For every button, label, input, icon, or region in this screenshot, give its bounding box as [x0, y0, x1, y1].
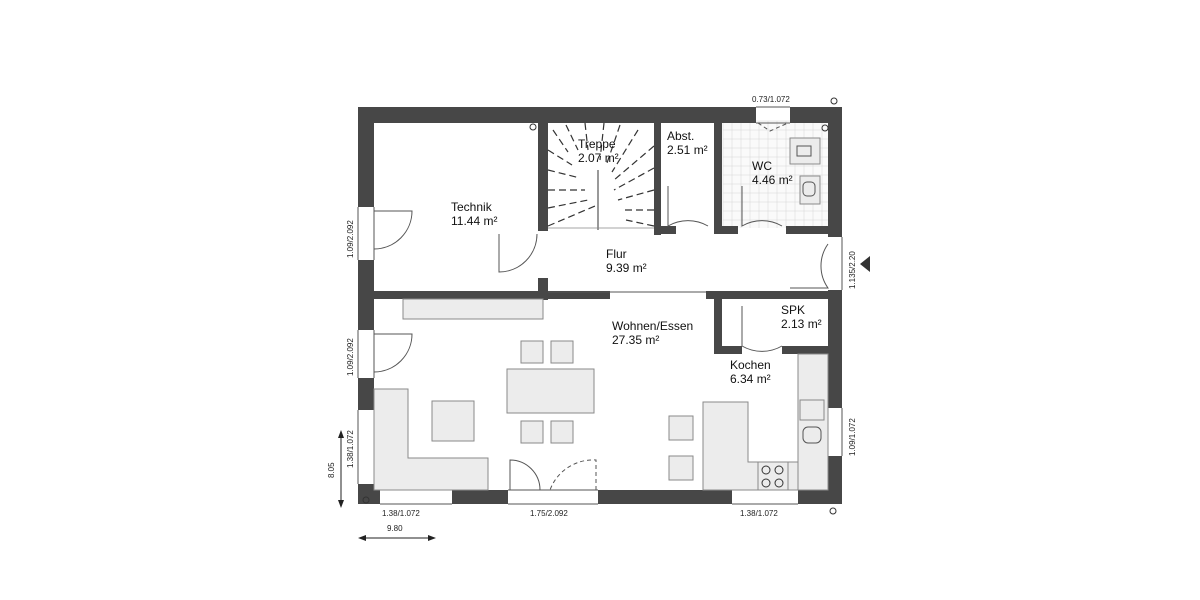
room-area-spk: 2.13 m² — [781, 317, 822, 331]
dim-top-window: 0.73/1.072 — [752, 95, 790, 104]
dim-overall-height: 8.05 — [327, 462, 336, 478]
dim-right-entrance: 1.135/2.20 — [848, 251, 857, 289]
dim-bottom-left: 1.38/1.072 — [382, 509, 420, 518]
wall-abst-right — [714, 115, 722, 227]
room-area-abst: 2.51 m² — [667, 143, 708, 157]
wall-spk-bottom-right — [782, 346, 830, 354]
room-name-technik: Technik — [451, 200, 493, 214]
chair — [550, 340, 574, 364]
wall-stair-right — [654, 115, 661, 235]
wc-sink — [789, 137, 821, 165]
door-terrace-left — [509, 459, 541, 491]
room-area-technik: 11.44 m² — [451, 214, 497, 228]
room-area-wohnen: 27.35 m² — [612, 333, 659, 347]
door-abst — [667, 186, 709, 227]
door-entrance — [790, 243, 829, 289]
dimension-labels: 0.73/1.072 1.09/2.092 1.09/2.092 1.38/1.… — [327, 95, 857, 533]
room-labels: Technik 11.44 m² Treppe 2.07 m² Abst. 2.… — [451, 129, 822, 386]
room-name-abst: Abst. — [667, 129, 694, 143]
wall-technik-right — [538, 115, 548, 231]
kitchen-counter — [797, 353, 829, 491]
door-wc — [741, 186, 783, 227]
sofa — [373, 388, 489, 491]
door-technik-outer — [373, 210, 413, 250]
wall-left-1 — [358, 107, 374, 207]
wall-technik-bottom — [370, 291, 610, 299]
wall-spk-bottom — [714, 346, 742, 354]
wall-flur-top-far — [786, 226, 830, 234]
wall-left-3 — [358, 378, 374, 410]
wall-right-1 — [828, 107, 842, 237]
room-name-spk: SPK — [781, 303, 805, 317]
dining-table — [506, 368, 595, 414]
wall-bottom-4 — [798, 490, 842, 504]
wall-bottom-2 — [452, 490, 508, 504]
walls — [358, 107, 842, 504]
room-area-kochen: 6.34 m² — [730, 372, 771, 386]
wall-flur-top-mid — [654, 226, 676, 234]
dim-right-window: 1.09/1.072 — [848, 418, 857, 456]
wall-top-left — [358, 107, 548, 123]
sideboard — [402, 298, 544, 320]
chair — [550, 420, 574, 444]
wall-spk-left — [714, 291, 722, 353]
wall-bottom-1 — [358, 490, 380, 504]
wall-flur-top-right — [714, 226, 738, 234]
entrance-arrow-icon — [860, 256, 870, 272]
armchair — [668, 415, 694, 441]
chair — [520, 340, 544, 364]
wc-toilet — [799, 175, 821, 205]
cooktop — [757, 461, 789, 491]
room-area-treppe: 2.07 m² — [578, 151, 619, 165]
dim-left-window-middle: 1.09/2.092 — [346, 338, 355, 376]
room-area-wc: 4.46 m² — [752, 173, 793, 187]
room-name-treppe: Treppe — [578, 137, 616, 151]
armchair — [668, 455, 694, 481]
dim-left-window-upper: 1.09/2.092 — [346, 220, 355, 258]
wall-top-mid — [538, 107, 756, 123]
room-name-wohnen: Wohnen/Essen — [612, 319, 693, 333]
wall-wohnen-top-right — [706, 291, 830, 299]
room-area-flur: 9.39 m² — [606, 261, 647, 275]
door-wohnen-left — [373, 333, 413, 373]
wall-left-2 — [358, 260, 374, 330]
chair — [520, 420, 544, 444]
room-name-kochen: Kochen — [730, 358, 771, 372]
wall-bottom-3 — [598, 490, 732, 504]
dim-bottom-right: 1.38/1.072 — [740, 509, 778, 518]
door-terrace-right — [549, 459, 597, 491]
coffee-table — [431, 400, 475, 442]
fixtures — [362, 97, 838, 515]
wall-right-2 — [828, 290, 842, 408]
door-spk — [741, 306, 783, 352]
staircase — [547, 122, 655, 230]
room-name-wc: WC — [752, 159, 772, 173]
dim-left-window-lower: 1.38/1.072 — [346, 430, 355, 468]
dim-bottom-middle: 1.75/2.092 — [530, 509, 568, 518]
dim-overall-width: 9.80 — [387, 524, 403, 533]
room-name-flur: Flur — [606, 247, 627, 261]
dimension-arrows — [338, 430, 436, 541]
wall-technik-right-lower — [538, 278, 548, 300]
door-technik — [498, 233, 538, 273]
